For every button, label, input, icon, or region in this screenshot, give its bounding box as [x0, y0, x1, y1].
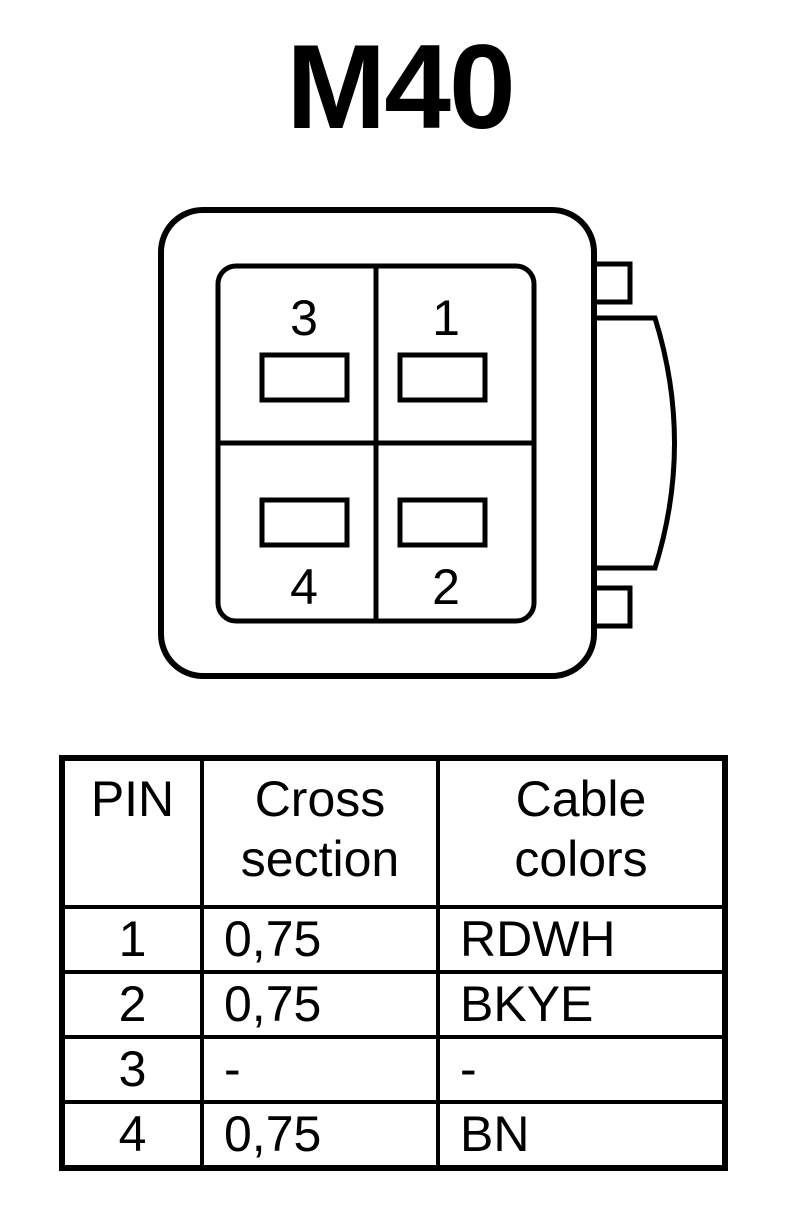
latch-tab-bottom [591, 585, 633, 629]
cable-color-cell: BN [436, 1099, 727, 1171]
pin-label-4: 4 [290, 559, 318, 615]
cable-color-cell: - [436, 1034, 727, 1104]
pin-label-1: 1 [432, 290, 460, 346]
header-cable-colors-line2: colors [514, 831, 648, 887]
pin-cell: 1 [60, 905, 204, 974]
latch-tab-top [591, 261, 633, 305]
locking-latch [594, 315, 677, 571]
header-cable-colors-line1: Cable [515, 771, 647, 827]
connector-diagram: 3 1 4 2 [158, 207, 677, 679]
connector-title: M40 [286, 20, 515, 154]
pin-contact-3 [259, 352, 350, 403]
cable-color-cell: RDWH [436, 905, 727, 974]
cross-section-cell: 0,75 [200, 905, 440, 974]
cable-color-cell: BKYE [436, 969, 727, 1039]
pin-cell: 3 [60, 1034, 204, 1104]
table-row: 4 0,75 BN [60, 1099, 727, 1171]
cross-section-cell: - [200, 1034, 440, 1104]
pin-cell: 2 [60, 969, 204, 1039]
pin-contact-1 [397, 352, 488, 403]
cross-section-cell: 0,75 [200, 969, 440, 1039]
connector-housing [158, 207, 597, 679]
cross-section-cell: 0,75 [200, 1099, 440, 1171]
pin-label-2: 2 [432, 559, 460, 615]
table-row: 3 - - [60, 1034, 727, 1104]
header-cross-section-line1: Cross [254, 771, 386, 827]
table-row: 2 0,75 BKYE [60, 969, 727, 1039]
pin-label-3: 3 [290, 290, 318, 346]
pin-contact-2 [397, 497, 488, 548]
header-pin: PIN [60, 756, 204, 909]
header-cross-section-line2: section [240, 831, 400, 887]
pin-contact-4 [259, 497, 350, 548]
table-row: 1 0,75 RDWH [60, 905, 727, 974]
pin-cell: 4 [60, 1099, 204, 1171]
